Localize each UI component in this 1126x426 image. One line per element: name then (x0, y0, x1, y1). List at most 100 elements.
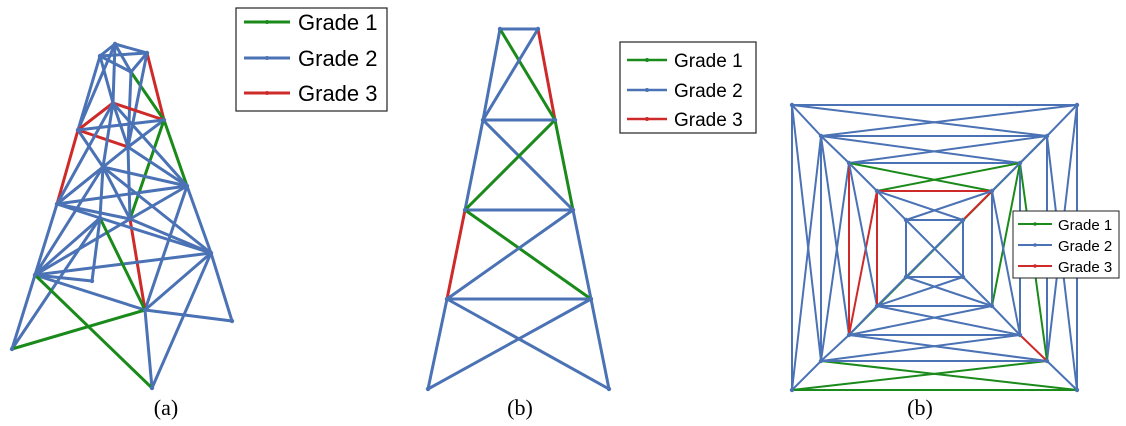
truss-b-node (535, 26, 541, 32)
truss-b-node (425, 386, 431, 392)
truss-a-member-grade-2 (101, 165, 132, 221)
truss-c-member-grade-2 (991, 305, 1021, 336)
truss-b-member-grade-1 (463, 208, 593, 301)
truss-c-member-grade-1 (820, 360, 1078, 391)
truss-a-member-grade-2 (76, 42, 117, 132)
legend-a-marker-grade-1 (265, 20, 269, 24)
truss-c-member-grade-3 (1019, 334, 1048, 362)
truss-a-member-grade-2 (128, 184, 189, 221)
truss-c-member-grade-2 (820, 135, 850, 336)
truss-b-node (570, 207, 576, 213)
truss-b-member-grade-2 (426, 297, 593, 391)
legend-c-label-grade-2: Grade 2 (1058, 238, 1112, 255)
legend-b-label-grade-1: Grade 1 (674, 51, 743, 72)
truss-c-member-grade-2 (848, 305, 878, 336)
truss-c-node (989, 188, 995, 194)
truss-c-node (1074, 102, 1080, 108)
truss-a-node (9, 346, 15, 352)
truss-a-member-grade-2 (33, 217, 132, 277)
legend-c-marker-grade-1 (1033, 222, 1037, 226)
truss-c-node (989, 303, 995, 309)
truss-a-member-grade-2 (55, 184, 189, 206)
truss-a-member-grade-2 (10, 273, 37, 351)
truss-a-node (208, 250, 214, 256)
truss-a-member-grade-3 (111, 101, 166, 122)
truss-a-member-grade-2 (185, 184, 213, 255)
legend-a-label-grade-1: Grade 1 (298, 10, 378, 35)
truss-a-member-grade-1 (128, 118, 166, 221)
legend-b: Grade 1 Grade 2 Grade 3 (619, 41, 757, 134)
truss-a-member-grade-1 (162, 118, 189, 188)
truss-c-member-grade-1 (848, 162, 993, 192)
truss-a-member-grade-2 (143, 308, 154, 390)
truss-a-member-grade-3 (76, 128, 130, 149)
truss-c-member-grade-2 (876, 305, 1021, 336)
truss-a-member-grade-3 (76, 101, 115, 132)
truss-a-node (32, 272, 38, 278)
truss-a-node (184, 183, 190, 189)
truss-c-node (846, 160, 852, 166)
truss-a-node (149, 385, 155, 391)
truss-c-node (818, 133, 824, 139)
truss-a-member-grade-2 (111, 101, 189, 188)
truss-c-member-grade-2 (791, 104, 822, 362)
legend-c-marker-grade-3 (1033, 264, 1037, 268)
legend-a: Grade 1 Grade 2 Grade 3 (235, 7, 388, 112)
legend-c-label-grade-3: Grade 3 (1058, 259, 1112, 276)
legend-a-marker-grade-2 (265, 56, 269, 60)
truss-a-member-grade-2 (76, 54, 102, 132)
truss-c-node (818, 358, 824, 364)
truss-b-member-grade-2 (463, 118, 485, 212)
truss-a-member-grade-2 (98, 165, 105, 220)
truss-b-node (444, 296, 450, 302)
legend-c-marker-grade-2 (1033, 243, 1037, 247)
truss-a-member-grade-2 (126, 118, 166, 149)
truss-a-member-grade-2 (33, 202, 59, 277)
truss-a-node (97, 215, 103, 221)
truss-a-member-grade-2 (143, 184, 189, 312)
truss-b-member-grade-1 (498, 27, 557, 122)
truss-a-member-grade-2 (126, 145, 189, 188)
truss-a-member-grade-2 (55, 165, 105, 206)
truss-c-member-grade-2 (876, 276, 907, 307)
truss-c-member-grade-2 (820, 334, 850, 362)
truss-a-member-grade-1 (129, 70, 166, 122)
truss-diagram-a (9, 41, 235, 391)
truss-a-member-grade-3 (55, 128, 80, 206)
truss-c-node (789, 102, 795, 108)
truss-a-node (97, 53, 103, 59)
truss-a-member-grade-2 (126, 51, 149, 149)
truss-a-member-grade-2 (129, 51, 149, 74)
caption-a: (a) (154, 395, 178, 420)
truss-a-member-grade-2 (111, 101, 130, 149)
truss-a-member-grade-2 (55, 202, 102, 220)
truss-b-node (552, 117, 558, 123)
truss-c-member-grade-2 (791, 135, 822, 391)
truss-a-node (142, 307, 148, 313)
truss-a-node (144, 50, 150, 56)
truss-b-member-grade-2 (481, 27, 502, 122)
truss-c-member-grade-2 (905, 190, 993, 221)
truss-b-member-grade-3 (445, 208, 467, 301)
truss-a-member-grade-2 (150, 251, 213, 390)
truss-c-node (903, 274, 909, 280)
truss-c-node (789, 387, 795, 393)
truss-c-member-grade-2 (820, 104, 1078, 137)
truss-c-member-grade-2 (848, 162, 878, 192)
truss-c-member-grade-2 (962, 276, 993, 307)
truss-a-node (125, 144, 131, 150)
truss-c-member-grade-2 (905, 219, 964, 278)
truss-a-member-grade-2 (209, 251, 234, 323)
truss-a-member-grade-2 (101, 101, 115, 169)
truss-c-member-grade-2 (791, 104, 1048, 137)
truss-c-node (1044, 133, 1050, 139)
truss-b-member-grade-2 (445, 297, 611, 391)
truss-b-member-grade-3 (536, 27, 557, 122)
truss-a-member-grade-2 (113, 42, 133, 74)
truss-b-node (588, 296, 594, 302)
truss-b-member-grade-1 (553, 118, 575, 212)
truss-a-member-grade-1 (33, 273, 154, 390)
truss-b-member-grade-2 (426, 297, 449, 391)
truss-c-member-grade-2 (991, 190, 1021, 336)
truss-a-member-grade-2 (113, 42, 149, 55)
